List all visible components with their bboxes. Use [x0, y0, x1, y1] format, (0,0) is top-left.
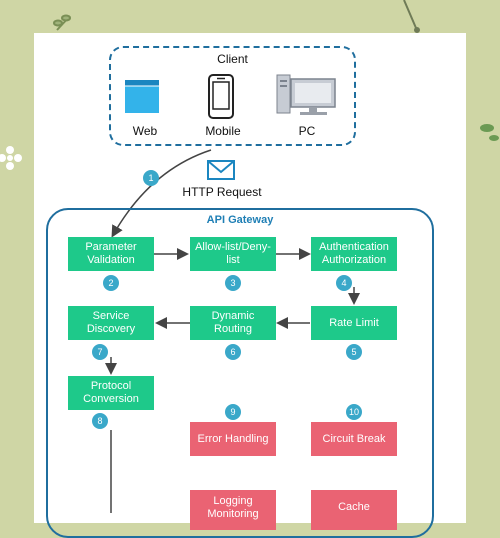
step-number-badge: 1: [143, 170, 159, 186]
envelope-icon: [207, 160, 235, 180]
background-decoration: [0, 0, 499, 170]
client-title: Client: [217, 52, 248, 66]
leaf-sprig-icon: [53, 14, 71, 31]
step-error-handling: Error Handling: [190, 422, 276, 456]
api-gateway-title: API Gateway: [206, 214, 274, 226]
step-number-badge: 8: [92, 413, 108, 429]
step-logging-monitoring: Logging Monitoring: [190, 490, 276, 530]
step-authentication-authorization: Authentication Authorization: [311, 237, 397, 271]
browser-window-icon: [125, 80, 159, 113]
desktop-computer-icon: [276, 74, 336, 115]
step-rate-limit: Rate Limit: [311, 306, 397, 340]
step-service-discovery: Service Discovery: [68, 306, 154, 340]
step-number-badge: 2: [103, 275, 119, 291]
step-parameter-validation: Parameter Validation: [68, 237, 154, 271]
step-number-badge: 3: [225, 275, 241, 291]
step-number-badge: 7: [92, 344, 108, 360]
step-number-badge: 6: [225, 344, 241, 360]
step-number-badge: 5: [346, 344, 362, 360]
step-number-badge: 10: [346, 404, 362, 420]
leaf-icon: [480, 124, 499, 141]
step-dynamic-routing: Dynamic Routing: [190, 306, 276, 340]
flower-icon: [0, 146, 22, 170]
step-number-badge: 9: [225, 404, 241, 420]
client-label-mobile: Mobile: [205, 124, 241, 138]
client-group: Client Web Mobile PC: [109, 46, 356, 146]
http-request-label: HTTP Request: [182, 185, 262, 199]
step-cache: Cache: [311, 490, 397, 530]
step-allow-deny-list: Allow-list/Deny-list: [190, 237, 276, 271]
client-label-web: Web: [132, 124, 158, 138]
step-protocol-conversion: Protocol Conversion: [68, 376, 154, 410]
client-label-pc: PC: [298, 124, 316, 138]
client-icons: [125, 74, 336, 119]
mobile-phone-icon: [208, 74, 234, 119]
branch-icon: [403, 0, 420, 33]
step-number-badge: 4: [336, 275, 352, 291]
step-circuit-break: Circuit Break: [311, 422, 397, 456]
